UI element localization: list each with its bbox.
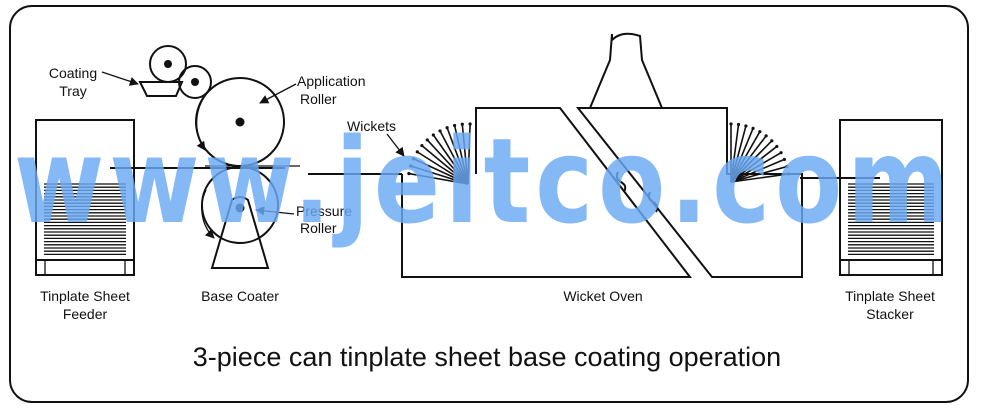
- pressure-roller-label-2: Roller: [300, 220, 337, 236]
- wicket-oven-label: Wicket Oven: [563, 288, 642, 304]
- coating-tray-leader: [101, 71, 139, 86]
- wicket-oven: [401, 32, 880, 278]
- watermark-text: www.jeitco.com: [14, 112, 954, 250]
- application-roller-label-1: Application: [297, 73, 366, 89]
- coating-tray-label-2: Tray: [59, 83, 86, 99]
- feeder-label-2: Feeder: [63, 306, 108, 322]
- stacker-label-1: Tinplate Sheet: [845, 288, 935, 304]
- pressure-roller-label-1: Pressure: [296, 203, 352, 219]
- base-coater-label: Base Coater: [201, 288, 279, 304]
- pressure-roller-leader: [255, 206, 295, 216]
- transfer-roller-icon: [178, 65, 212, 99]
- coating-tray-icon: [138, 81, 184, 97]
- wickets-left-icon: [407, 122, 472, 185]
- diagram-frame: [9, 5, 969, 403]
- tray-roller-icon: [149, 45, 187, 83]
- wickets-right-icon: [729, 122, 791, 183]
- application-roller-label-2: Roller: [300, 91, 337, 107]
- base-coater: [110, 45, 300, 269]
- tinplate-sheet-stacker: [839, 119, 943, 276]
- diagram-title: 3-piece can tinplate sheet base coating …: [193, 342, 781, 372]
- wickets-label: Wickets: [347, 118, 396, 134]
- coating-tray-label-1: Coating: [49, 65, 97, 81]
- tinplate-sheet-feeder: [35, 119, 135, 276]
- stacker-label-2: Stacker: [866, 306, 914, 322]
- feeder-label-1: Tinplate Sheet: [40, 288, 130, 304]
- application-roller-leader: [259, 83, 297, 104]
- wickets-leader: [386, 133, 405, 157]
- oven-exhaust-stack: [588, 32, 664, 109]
